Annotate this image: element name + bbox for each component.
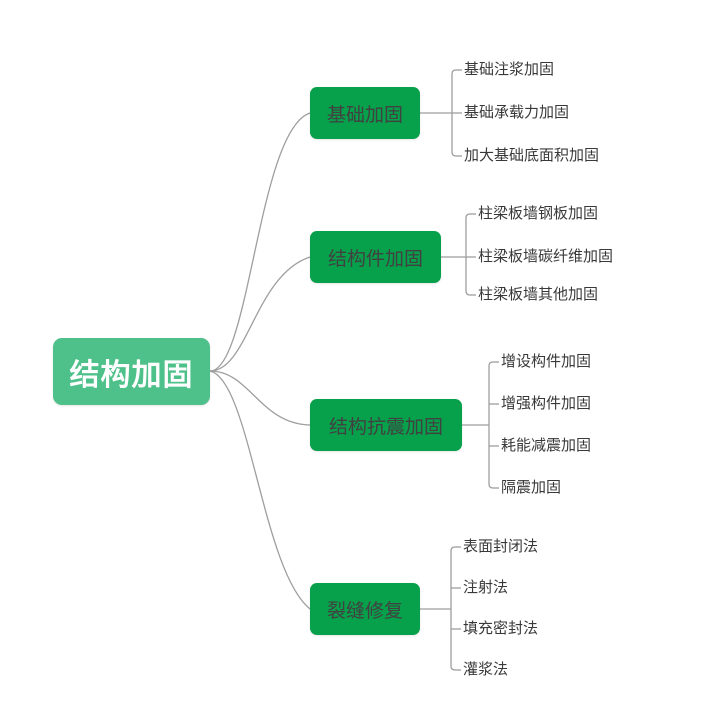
leaf-node-3-1-label: 增设构件加固 — [501, 353, 592, 370]
leaf-node-4-3[interactable]: 填充密封法 — [463, 621, 538, 636]
leaf-node-2-3-label: 柱梁板墙其他加固 — [478, 286, 599, 303]
connector-branch-4-bracket — [450, 546, 456, 671]
leaf-node-3-3-label: 耗能减震加固 — [501, 437, 592, 454]
branch-node-1[interactable]: 基础加固 — [310, 87, 420, 139]
leaf-node-3-2-label: 增强构件加固 — [501, 395, 592, 412]
leaf-node-4-2-label: 注射法 — [463, 579, 509, 596]
connector-root-to-branch-3 — [209, 370, 311, 426]
leaf-node-4-1[interactable]: 表面封闭法 — [463, 539, 538, 554]
leaf-node-1-2[interactable]: 基础承载力加固 — [464, 105, 569, 120]
leaf-node-1-1[interactable]: 基础注浆加固 — [464, 62, 554, 77]
leaf-node-3-4[interactable]: 隔震加固 — [501, 480, 561, 495]
branch-node-3-label: 结构抗震加固 — [328, 416, 443, 438]
leaf-node-4-4[interactable]: 灌浆法 — [463, 662, 508, 677]
leaf-node-1-1-label: 基础注浆加固 — [464, 61, 555, 78]
connector-root-to-branch-4 — [209, 370, 311, 610]
leaf-node-3-4-label: 隔震加固 — [501, 479, 562, 496]
leaf-node-2-3[interactable]: 柱梁板墙其他加固 — [478, 287, 598, 302]
connector-root-to-branch-1 — [209, 112, 311, 372]
branch-node-1-label: 基础加固 — [326, 104, 403, 126]
root-node-label: 结构加固 — [69, 358, 194, 392]
leaf-node-3-3[interactable]: 耗能减震加固 — [501, 438, 591, 453]
leaf-node-1-2-label: 基础承载力加固 — [464, 104, 570, 121]
branch-node-4[interactable]: 裂缝修复 — [310, 583, 420, 635]
connector-branch-2-bracket — [465, 213, 471, 296]
connector-branch-3-bracket — [488, 361, 494, 489]
leaf-node-2-1[interactable]: 柱梁板墙钢板加固 — [478, 206, 598, 221]
leaf-node-4-2[interactable]: 注射法 — [463, 580, 508, 595]
leaf-node-4-4-label: 灌浆法 — [463, 661, 509, 678]
leaf-node-2-1-label: 柱梁板墙钢板加固 — [478, 205, 599, 222]
leaf-node-3-1[interactable]: 增设构件加固 — [501, 354, 591, 369]
leaf-node-3-2[interactable]: 增强构件加固 — [501, 396, 591, 411]
leaf-node-1-3[interactable]: 加大基础底面积加固 — [464, 148, 599, 163]
leaf-node-4-3-label: 填充密封法 — [463, 620, 539, 637]
leaf-node-1-3-label: 加大基础底面积加固 — [464, 147, 600, 164]
root-node[interactable]: 结构加固 — [53, 338, 210, 405]
branch-node-2[interactable]: 结构件加固 — [310, 231, 441, 283]
leaf-node-2-2-label: 柱梁板墙碳纤维加固 — [478, 248, 614, 265]
connector-branch-1-bracket — [451, 69, 457, 157]
leaf-node-2-2[interactable]: 柱梁板墙碳纤维加固 — [478, 249, 613, 264]
branch-node-4-label: 裂缝修复 — [326, 600, 403, 622]
leaf-node-4-1-label: 表面封闭法 — [463, 538, 539, 555]
branch-node-3[interactable]: 结构抗震加固 — [310, 399, 462, 451]
branch-node-2-label: 结构件加固 — [327, 248, 423, 270]
connector-root-to-branch-2 — [209, 256, 311, 372]
